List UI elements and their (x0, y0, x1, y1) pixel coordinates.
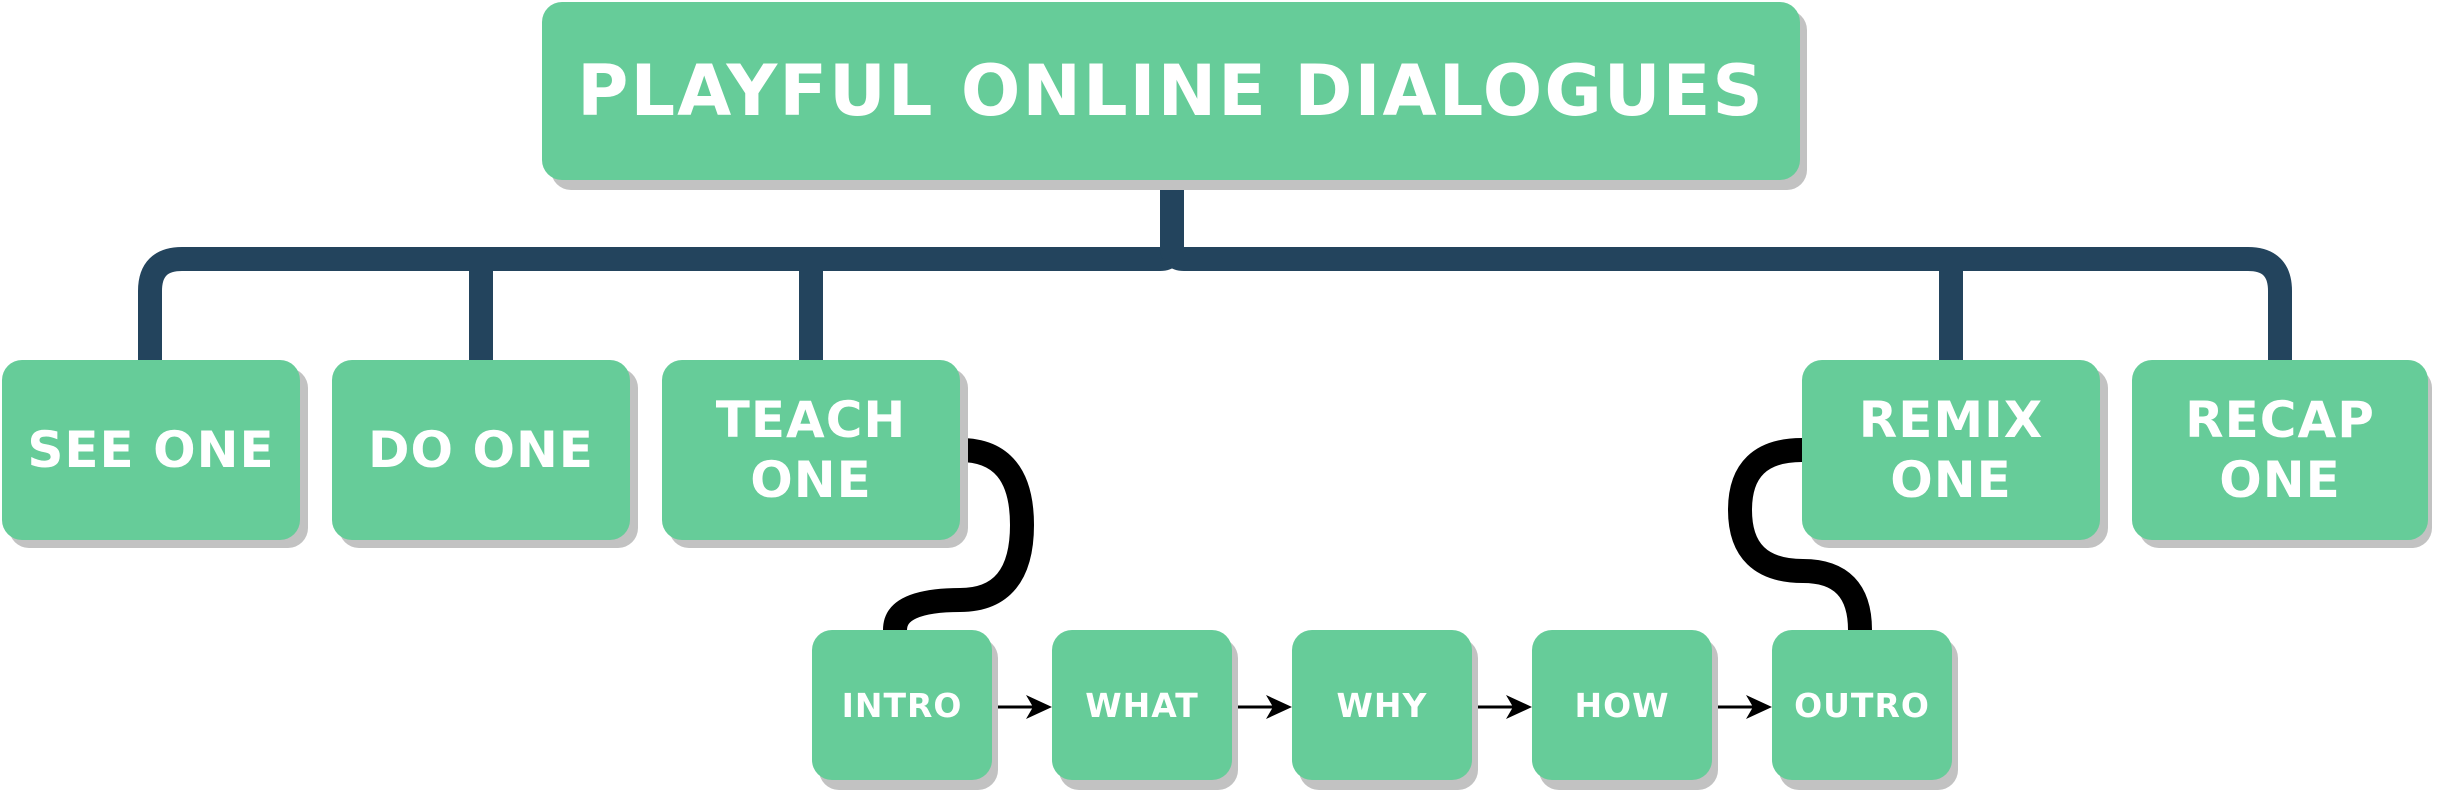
tree-branch-right (1160, 180, 2292, 362)
arrow-intro-what (993, 695, 1052, 719)
phase-label: DO ONE (368, 421, 594, 479)
phase-label: SEE ONE (27, 421, 275, 479)
phase-label: TEACH ONE (715, 391, 907, 509)
title-box[interactable]: PLAYFUL ONLINE DIALOGUES (542, 2, 1800, 180)
arrow-why-how (1473, 695, 1532, 719)
phase-label: REMIX ONE (1858, 391, 2044, 509)
step-label: INTRO (841, 685, 963, 725)
step-label: HOW (1574, 685, 1670, 725)
phase-remix-one[interactable]: REMIX ONE (1802, 360, 2100, 540)
phase-see-one[interactable]: SEE ONE (2, 360, 300, 540)
tree-stem (138, 180, 1184, 362)
title-label: PLAYFUL ONLINE DIALOGUES (577, 50, 1765, 132)
step-why[interactable]: WHY (1292, 630, 1472, 780)
step-intro[interactable]: INTRO (812, 630, 992, 780)
step-label: OUTRO (1794, 685, 1930, 725)
step-outro[interactable]: OUTRO (1772, 630, 1952, 780)
step-how[interactable]: HOW (1532, 630, 1712, 780)
phase-do-one[interactable]: DO ONE (332, 360, 630, 540)
link-outro-to-remix (1727, 438, 1872, 631)
phase-recap-one[interactable]: RECAP ONE (2132, 360, 2428, 540)
phase-teach-one[interactable]: TEACH ONE (662, 360, 960, 540)
step-label: WHY (1336, 685, 1428, 725)
link-teach-to-intro (883, 438, 1035, 632)
arrow-what-why (1233, 695, 1292, 719)
step-what[interactable]: WHAT (1052, 630, 1232, 780)
step-label: WHAT (1085, 685, 1199, 725)
arrow-how-outro (1713, 695, 1772, 719)
phase-label: RECAP ONE (2185, 391, 2375, 509)
